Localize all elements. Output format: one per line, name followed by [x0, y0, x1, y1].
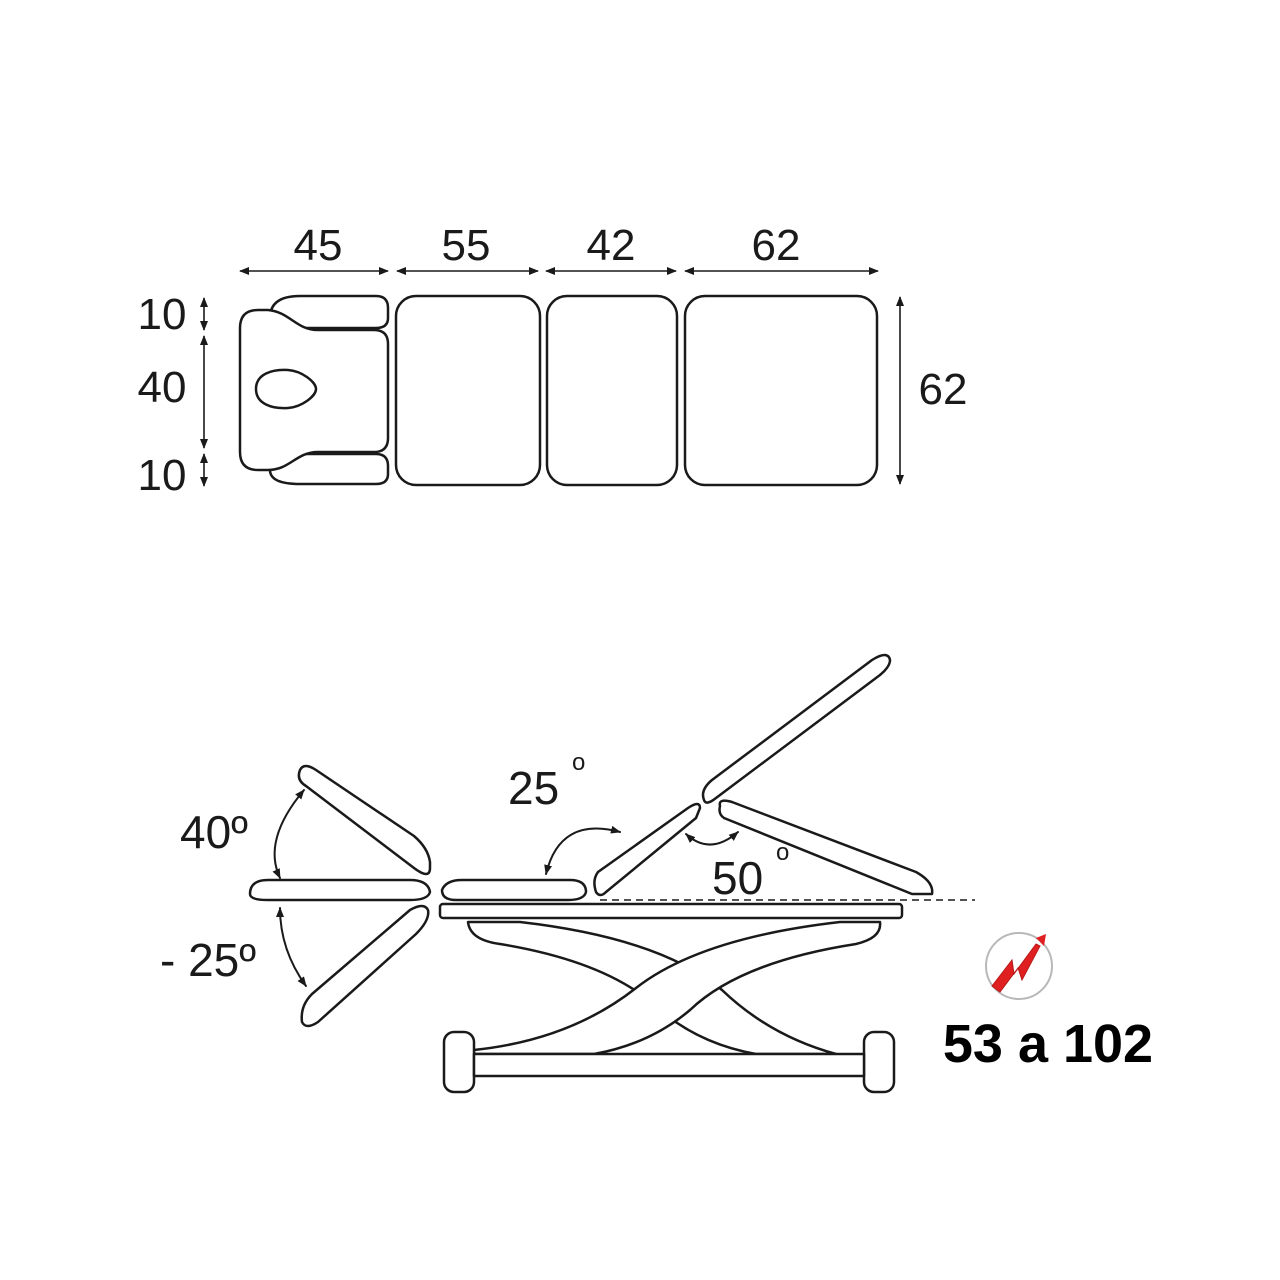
- face-hole: [254, 368, 318, 410]
- height-label-middle: 40: [138, 363, 187, 412]
- top-view: 45 55 42 62 10 40 10 62: [138, 221, 968, 500]
- head-up-angle-label: 40º: [180, 806, 248, 858]
- head-down-angle-label: - 25º: [160, 934, 256, 986]
- angle-arc-icon: [276, 907, 307, 987]
- height-label-right: 62: [919, 365, 968, 414]
- height-label-top: 10: [138, 290, 187, 339]
- leg-section: [683, 294, 879, 487]
- head-section: [238, 294, 390, 486]
- table-frame: [438, 902, 904, 1094]
- seat-section: [545, 294, 679, 487]
- head-piece-raised: [297, 764, 432, 876]
- height-adjust-icon: [985, 932, 1053, 1000]
- height-range-label: 53 a 102: [943, 1014, 1153, 1074]
- height-label-bottom: 10: [138, 451, 187, 500]
- back-piece-upper: [701, 653, 892, 804]
- base-foot-left: [442, 1030, 476, 1094]
- back-angle-label: 25: [508, 762, 559, 814]
- width-label-legs: 62: [752, 221, 801, 270]
- angle-arc-icon: [544, 825, 621, 875]
- width-label-back: 55: [442, 221, 491, 270]
- width-label-seat: 42: [587, 221, 636, 270]
- head-pieces: [248, 764, 432, 1028]
- frame-top-bar: [438, 902, 904, 920]
- leg-angle-degree: o: [776, 839, 789, 866]
- side-view: 40º - 25º 25 o 50 o: [160, 653, 1153, 1094]
- leg-angle-label: 50: [712, 852, 763, 904]
- base-foot-right: [862, 1030, 896, 1094]
- base-bar: [472, 1052, 866, 1078]
- angle-arc-icon: [272, 789, 305, 879]
- back-angle-degree: o: [572, 749, 585, 776]
- head-piece-lowered: [300, 904, 430, 1028]
- width-label-head: 45: [294, 221, 343, 270]
- head-piece-flat: [248, 878, 432, 902]
- seat-piece: [440, 878, 588, 902]
- angle-arc-icon: [685, 831, 739, 846]
- back-piece-lower: [593, 802, 702, 897]
- leg-piece: [718, 799, 934, 896]
- back-section: [394, 294, 542, 487]
